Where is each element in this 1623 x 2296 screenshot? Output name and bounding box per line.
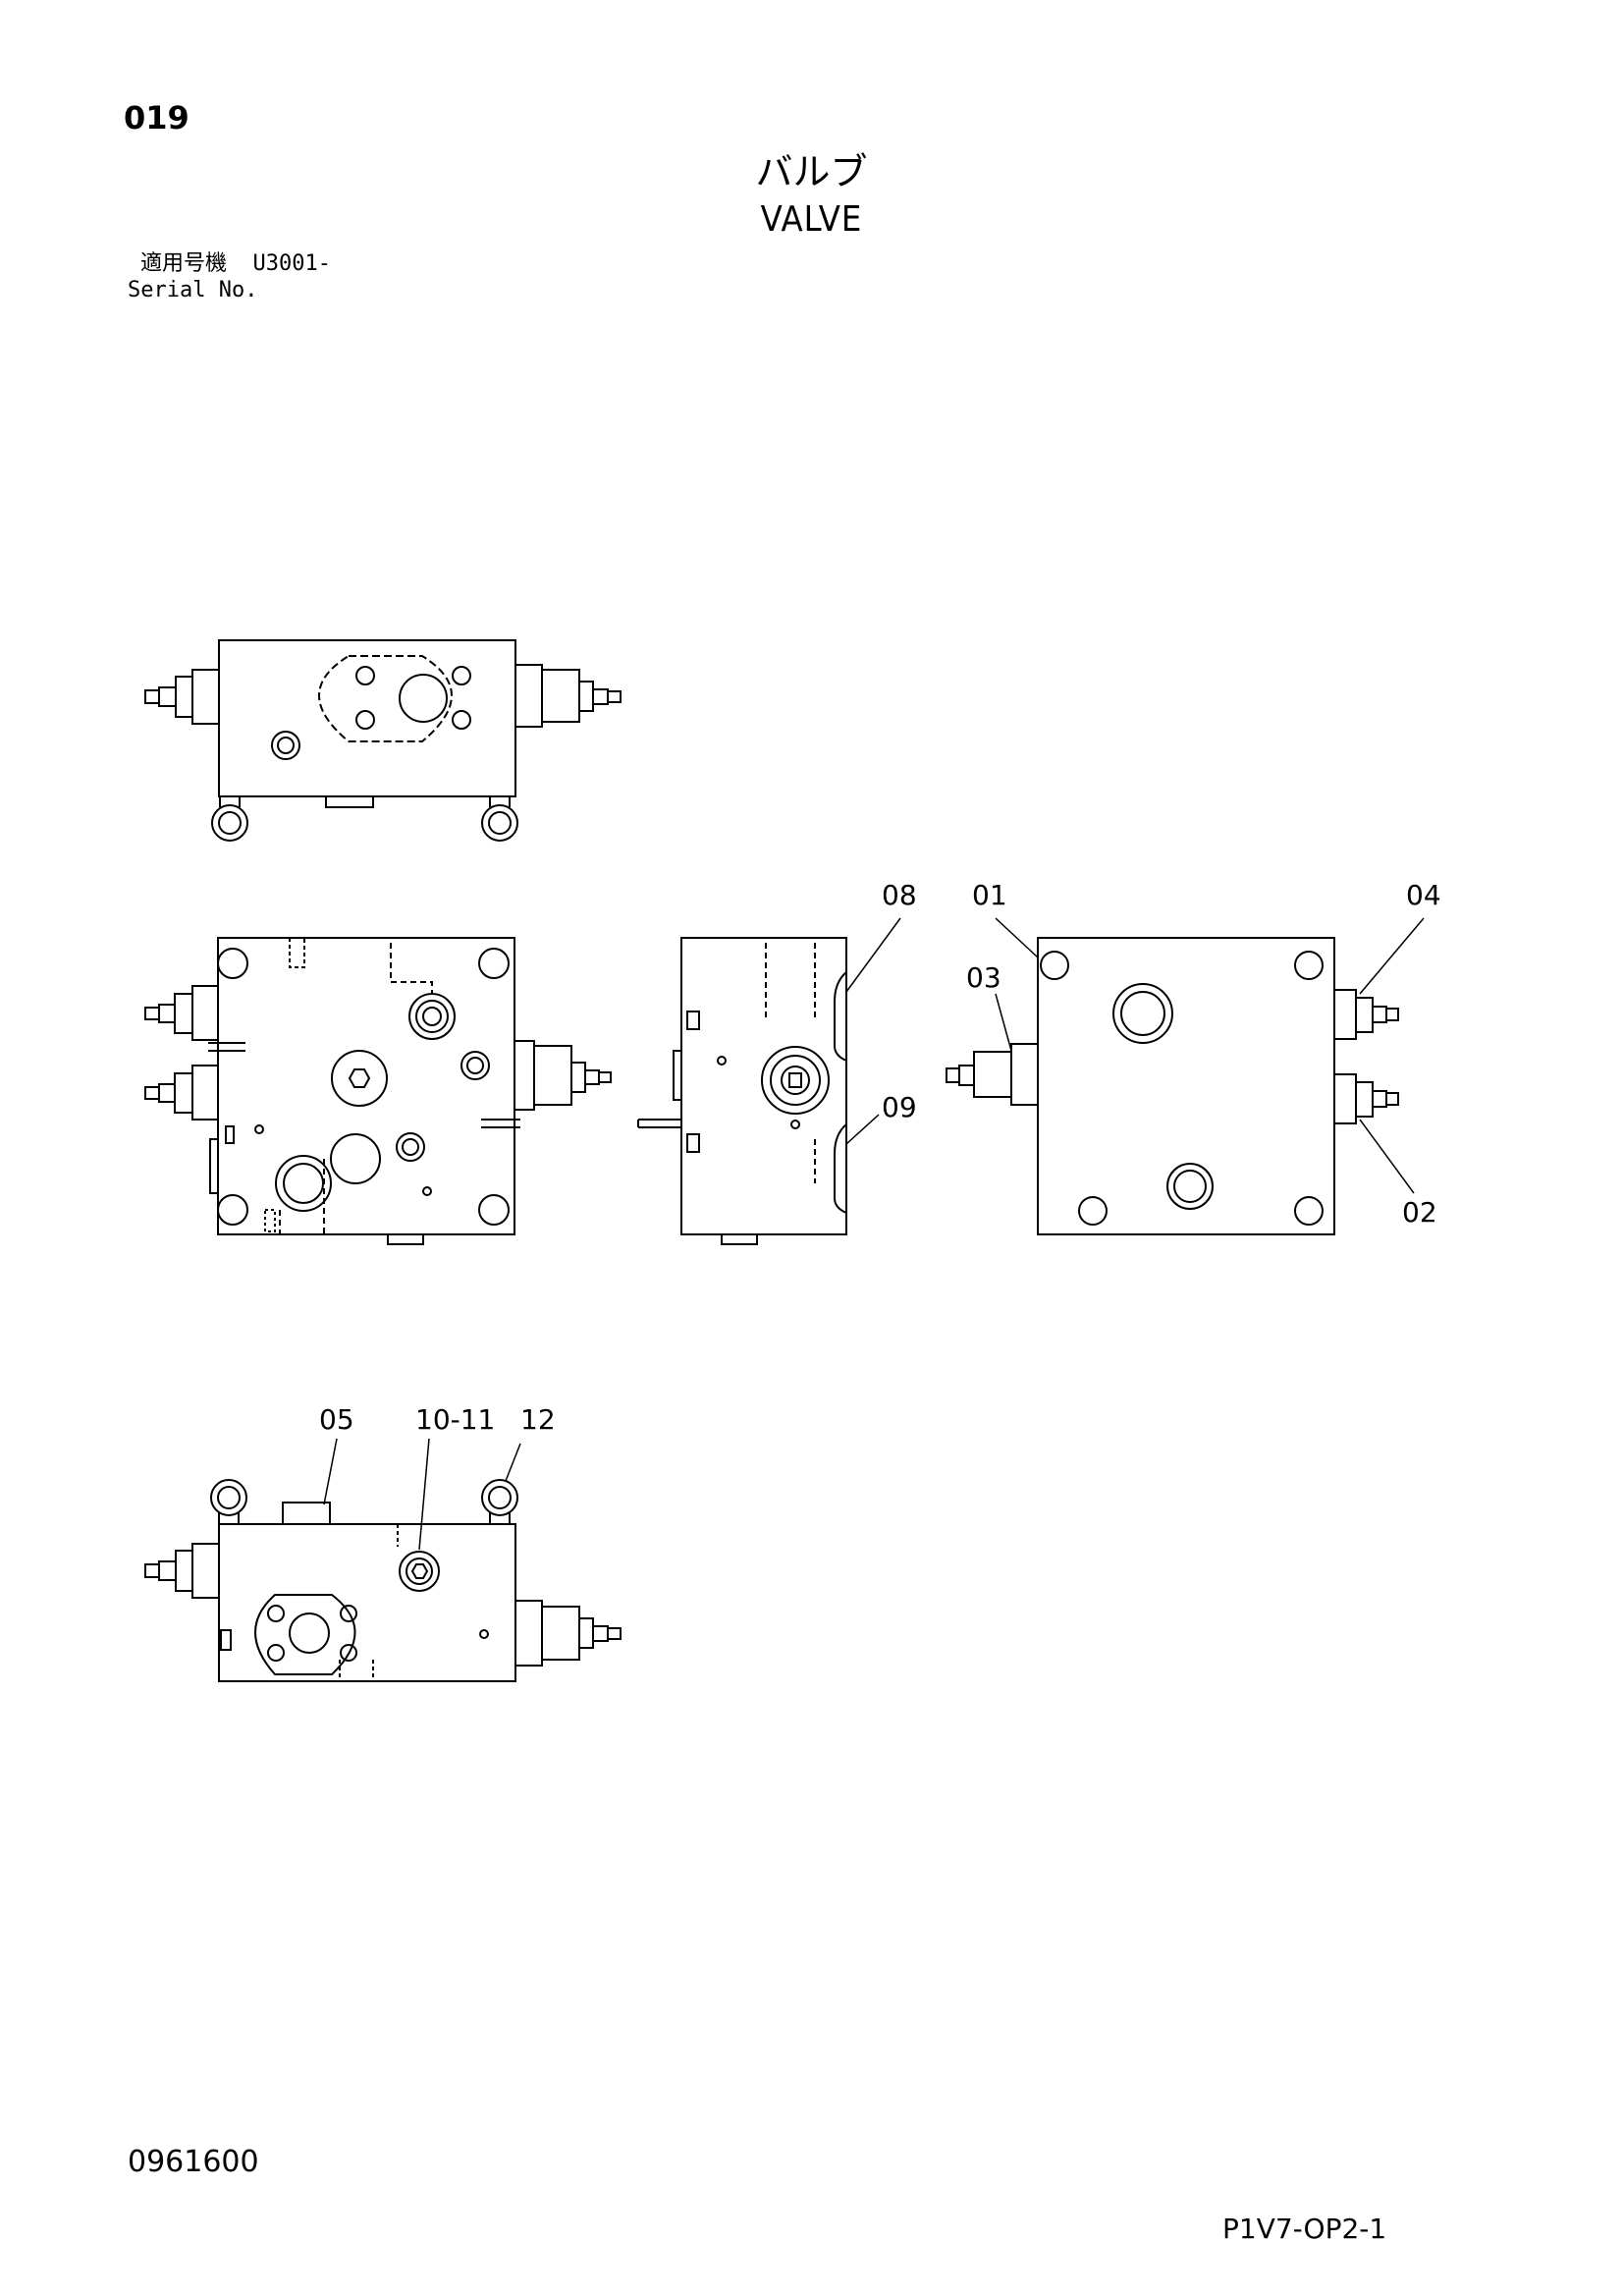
serial-label-en: Serial No.	[128, 278, 258, 302]
callout-08: 08	[882, 879, 917, 911]
callout-01: 01	[972, 879, 1007, 911]
valve-rear-view	[947, 938, 1398, 1234]
leader-lines	[324, 918, 1424, 1550]
valve-side-view	[638, 938, 846, 1244]
callout-03: 03	[966, 961, 1001, 994]
figure-code: P1V7-OP2-1	[1222, 2213, 1387, 2245]
title-english: VALVE	[760, 199, 863, 240]
valve-bottom-view	[145, 1480, 621, 1681]
document-number: 0961600	[128, 2145, 259, 2179]
page-number: 019	[124, 99, 189, 137]
callout-10-11: 10-11	[415, 1403, 496, 1436]
serial-label-jp-text: 適用号機	[140, 251, 228, 276]
valve-top-view	[145, 640, 621, 841]
callout-09: 09	[882, 1091, 917, 1123]
callout-04: 04	[1406, 879, 1441, 911]
title-japanese: バルブ	[755, 150, 868, 193]
valve-front-view	[145, 938, 611, 1244]
callout-02: 02	[1402, 1196, 1437, 1229]
callout-12: 12	[520, 1403, 556, 1436]
serial-value: U3001-	[252, 251, 331, 276]
callout-05: 05	[319, 1403, 354, 1436]
serial-label-jp: 適用号機 U3001-	[140, 253, 331, 275]
